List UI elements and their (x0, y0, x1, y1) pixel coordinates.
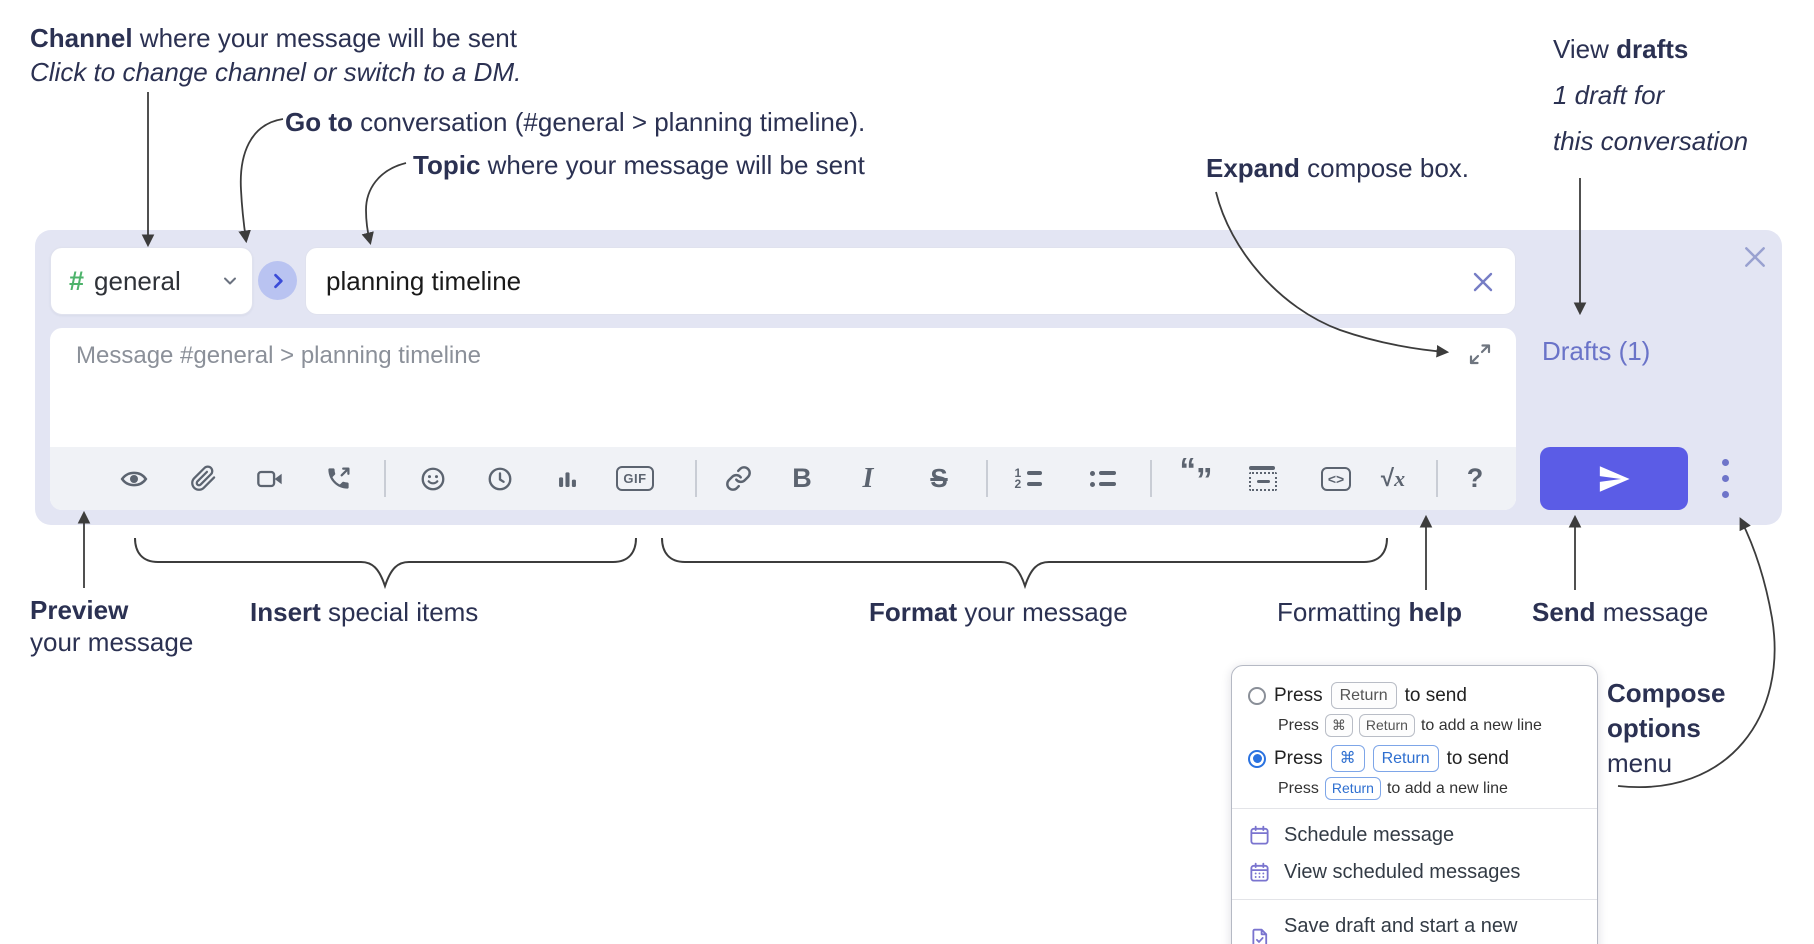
go-to-arrow-icon (273, 273, 283, 288)
video-call-button[interactable] (248, 447, 292, 510)
quote-icon: “” (1179, 451, 1213, 498)
italic-button[interactable]: I (846, 447, 890, 510)
emoji-button[interactable] (411, 447, 455, 510)
toolbar-divider (1436, 460, 1438, 497)
key-return: Return (1324, 777, 1381, 800)
formatting-help-button[interactable]: ? (1453, 447, 1497, 510)
message-input[interactable] (50, 328, 1516, 447)
bulleted-list-button[interactable] (1081, 447, 1125, 510)
topic-input[interactable] (306, 248, 1515, 314)
save-draft-icon (1252, 928, 1268, 944)
key-cmd: ⌘ (1330, 745, 1365, 772)
popup-divider (1232, 808, 1597, 809)
link-button[interactable] (716, 447, 760, 510)
annotation-insert: Insert special items (250, 597, 479, 627)
channel-hash-icon: # (69, 265, 85, 296)
attach-file-button[interactable] (181, 447, 225, 510)
chevron-down-icon (224, 277, 236, 285)
bold-icon: B (792, 463, 812, 493)
kebab-menu-icon (1721, 459, 1729, 466)
eye-icon (120, 471, 148, 486)
arrow-goto (238, 118, 284, 244)
send-plane-icon (1599, 465, 1630, 492)
channel-name: general (94, 265, 181, 296)
annotation-channel-sub: Click to change channel or switch to a D… (30, 57, 522, 87)
menu-item-schedule-message[interactable]: Schedule message (1248, 817, 1581, 854)
send-option-cmd-return[interactable]: Press ⌘ Return to send (1248, 745, 1581, 772)
key-cmd: ⌘ (1324, 714, 1353, 737)
annotation-channel: Channel where your message will be sent (30, 23, 517, 53)
send-button[interactable] (1540, 447, 1688, 510)
numbered-list-icon: 1 2 (1015, 466, 1042, 491)
phone-call-icon (327, 467, 350, 489)
numbered-list-button[interactable]: 1 2 (1006, 447, 1050, 510)
gif-icon: GIF (616, 466, 654, 491)
send-option-return[interactable]: Press Return to send (1248, 682, 1581, 709)
help-icon: ? (1466, 463, 1484, 493)
gif-button[interactable]: GIF (613, 447, 657, 510)
expand-icon[interactable] (1468, 342, 1492, 366)
channel-selector[interactable]: # general (50, 247, 253, 315)
bold-button[interactable]: B (780, 447, 824, 510)
calendar-scheduled-icon (1250, 862, 1269, 882)
send-option-return-sub: Press ⌘ Return to add a new line (1278, 714, 1581, 737)
calendar-icon (1250, 825, 1269, 845)
menu-item-view-scheduled[interactable]: View scheduled messages (1248, 854, 1581, 891)
annotation-formatting-help: Formatting help (1277, 597, 1462, 627)
annotation-send: Send message (1532, 597, 1709, 627)
brace-format (661, 537, 1388, 590)
radio-icon[interactable] (1248, 686, 1266, 705)
quote-button[interactable]: “” (1170, 447, 1222, 510)
go-to-conversation-button[interactable] (258, 261, 297, 300)
annotation-goto: Go to conversation (#general > planning … (285, 107, 866, 137)
drafts-link[interactable]: Drafts (1) (1542, 336, 1651, 366)
annotation-topic: Topic where your message will be sent (413, 150, 865, 180)
compose-box: # general (35, 230, 1782, 525)
italic-icon: I (862, 462, 874, 494)
message-area: GIF B I S 1 2 (50, 328, 1516, 510)
annotation-view-drafts: View drafts 1 draft for this conversatio… (1553, 34, 1749, 156)
emoji-icon (421, 467, 445, 490)
poll-chart-icon (558, 472, 576, 487)
send-option-cmd-return-sub: Press Return to add a new line (1278, 777, 1581, 800)
bulleted-list-icon (1090, 468, 1116, 490)
link-icon (725, 466, 751, 491)
key-return: Return (1372, 745, 1439, 772)
toolbar-divider (384, 460, 386, 497)
clear-icon[interactable] (1471, 270, 1495, 294)
preview-button[interactable] (112, 447, 156, 510)
global-time-button[interactable] (478, 447, 522, 510)
annotation-compose-options: Compose options menu (1607, 678, 1726, 778)
annotation-expand: Expand compose box. (1206, 153, 1470, 183)
math-button[interactable]: √x (1371, 447, 1415, 510)
spoiler-icon (1249, 466, 1277, 491)
spoiler-button[interactable] (1241, 447, 1285, 510)
code-button[interactable]: <> (1314, 447, 1358, 510)
annotation-format: Format your message (869, 597, 1128, 627)
poll-button[interactable] (545, 447, 589, 510)
code-icon: <> (1320, 466, 1352, 491)
key-return: Return (1358, 714, 1415, 737)
voice-call-button[interactable] (316, 447, 360, 510)
math-icon: √x (1380, 464, 1406, 492)
menu-item-save-draft[interactable]: Save draft and start a new message (1248, 908, 1581, 944)
topic-field-wrap (305, 247, 1516, 315)
compose-toolbar: GIF B I S 1 2 (50, 447, 1516, 510)
clock-icon (488, 467, 512, 490)
radio-selected-icon[interactable] (1248, 749, 1266, 768)
paperclip-icon (190, 465, 215, 491)
toolbar-divider (1150, 460, 1152, 497)
brace-insert (134, 537, 637, 590)
strikethrough-button[interactable]: S (917, 447, 961, 510)
toolbar-divider (986, 460, 988, 497)
compose-options-button[interactable] (1705, 447, 1745, 510)
key-return: Return (1330, 682, 1397, 709)
video-camera-icon (257, 470, 282, 487)
strikethrough-icon: S (930, 463, 948, 493)
toolbar-divider (695, 460, 697, 497)
popup-divider (1232, 899, 1597, 900)
close-icon[interactable] (1742, 244, 1768, 270)
compose-options-popup: Press Return to send Press ⌘ Return to a… (1231, 665, 1598, 944)
